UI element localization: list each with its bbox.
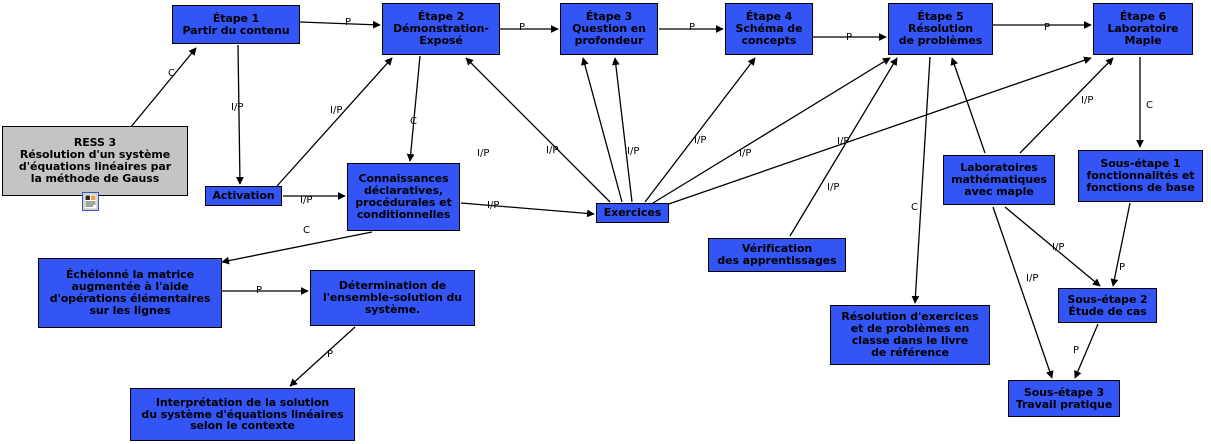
node-label-sousetape3: Sous-étape 3 Travail pratique <box>1015 385 1113 411</box>
node-connaissances[interactable]: Connaissances déclaratives, procédurales… <box>347 163 460 231</box>
node-label-verification: Vérification des apprentissages <box>717 242 837 267</box>
node-label-etape5: Étape 5 Résolution de problèmes <box>898 10 983 47</box>
node-label-sousetape1: Sous-étape 1 fonctionnalités et fonction… <box>1086 157 1195 194</box>
node-etape3[interactable]: Étape 3 Question en profondeur <box>560 3 658 55</box>
edge-label-e7: P <box>689 22 696 33</box>
edge-ress3-to-etape1 <box>129 47 197 129</box>
edge-label-e10: I/P <box>300 195 313 206</box>
node-label-etape3: Étape 3 Question en profondeur <box>572 10 646 47</box>
edge-exercices-to-etape4 <box>644 57 756 203</box>
node-label-activation: Activation <box>212 189 275 203</box>
edge-label-e8: P <box>846 32 853 43</box>
edge-label-e15: I/P <box>627 146 640 157</box>
edge-label-e17: I/P <box>739 148 752 159</box>
node-verification[interactable]: Vérification des apprentissages <box>708 238 846 272</box>
node-label-etape6: Étape 6 Laboratoire Maple <box>1107 10 1179 47</box>
edge-labomaple-to-sousetape3 <box>992 206 1054 379</box>
node-label-echelonne: Échélonné la matrice augmentée à l'aide … <box>49 268 211 317</box>
edge-label-e12: C <box>303 225 310 236</box>
edge-etape1-to-activation <box>235 44 244 185</box>
node-etape4[interactable]: Étape 4 Schéma de concepts <box>725 3 813 55</box>
node-labomaple[interactable]: Laboratoires mathématiques avec maple <box>943 155 1055 205</box>
edge-label-e11: I/P <box>487 200 500 211</box>
edge-etape5-to-resolutionex <box>911 56 931 304</box>
document-icon[interactable] <box>82 192 99 211</box>
edge-determination-to-interpretation <box>289 326 356 387</box>
edge-label-e2: P <box>345 17 352 28</box>
node-etape5[interactable]: Étape 5 Résolution de problèmes <box>888 3 993 55</box>
node-label-determination: Détermination de l'ensemble-solution du … <box>322 279 463 316</box>
node-label-sousetape2: Sous-étape 2 Étude de cas <box>1067 292 1148 318</box>
node-sousetape3[interactable]: Sous-étape 3 Travail pratique <box>1008 380 1120 417</box>
node-activation[interactable]: Activation <box>205 186 282 206</box>
edge-label-e5: P <box>519 22 526 33</box>
edge-label-e19: I/P <box>827 182 840 193</box>
edge-label-e3: I/P <box>231 102 244 113</box>
edge-etape2-to-connaissances <box>406 55 421 162</box>
node-label-etape1: Étape 1 Partir du contenu <box>182 11 290 37</box>
node-sousetape1[interactable]: Sous-étape 1 fonctionnalités et fonction… <box>1078 150 1203 202</box>
node-etape6[interactable]: Étape 6 Laboratoire Maple <box>1093 3 1193 55</box>
node-label-resolutionex: Résolution d'exercices et de problèmes e… <box>841 310 979 359</box>
node-label-etape2: Étape 2 Démonstration- Exposé <box>393 10 489 47</box>
edge-exercices-to-etape2 <box>465 57 611 203</box>
edge-label-e27: P <box>1073 345 1080 356</box>
edge-label-e4: I/P <box>330 105 343 116</box>
edge-label-e6: C <box>410 116 417 127</box>
edge-label-e14: I/P <box>546 145 559 156</box>
edge-exercices-to-etape3 <box>581 57 623 203</box>
edge-label-e23: C <box>1146 100 1153 111</box>
node-etape2[interactable]: Étape 2 Démonstration- Exposé <box>382 3 500 55</box>
node-resolutionex[interactable]: Résolution d'exercices et de problèmes e… <box>830 305 990 365</box>
node-label-interpretation: Interprétation de la solution du système… <box>141 395 344 433</box>
node-label-etape4: Étape 4 Schéma de concepts <box>735 10 803 47</box>
edge-label-e29: P <box>327 349 334 360</box>
edge-etape1-to-etape2 <box>299 20 381 29</box>
node-interpretation[interactable]: Interprétation de la solution du système… <box>130 388 355 441</box>
edge-verification-to-etape5 <box>789 57 898 237</box>
edge-label-e26: P <box>1119 262 1126 273</box>
edge-label-e28: P <box>256 285 263 296</box>
edge-label-e20: C <box>911 202 918 213</box>
edge-label-e24: I/P <box>1052 242 1065 253</box>
edge-connaissances-to-echelonne <box>221 231 373 265</box>
node-etape1[interactable]: Étape 1 Partir du contenu <box>172 5 300 44</box>
edge-label-e18: I/P <box>837 136 850 147</box>
node-echelonne[interactable]: Échélonné la matrice augmentée à l'aide … <box>38 258 222 328</box>
node-label-labomaple: Laboratoires mathématiques avec maple <box>951 161 1047 198</box>
edge-labomaple-to-etape6 <box>1019 57 1114 154</box>
node-determination[interactable]: Détermination de l'ensemble-solution du … <box>310 270 475 326</box>
edge-labomaple-to-etape5 <box>950 57 986 154</box>
edge-label-e22: I/P <box>1081 95 1094 106</box>
node-sousetape2[interactable]: Sous-étape 2 Étude de cas <box>1058 288 1157 323</box>
edge-label-e25: I/P <box>1026 273 1039 284</box>
node-ress3[interactable]: RESS 3 Résolution d'un système d'équatio… <box>2 126 188 196</box>
node-exercices[interactable]: Exercices <box>596 203 669 223</box>
edge-label-e13: I/P <box>477 148 490 159</box>
edge-connaissances-to-exercices <box>460 202 595 218</box>
edge-label-e1: C <box>168 68 175 79</box>
node-label-connaissances: Connaissances déclaratives, procédurales… <box>355 172 452 221</box>
edge-exercices-to-etape3b <box>611 57 633 203</box>
edge-label-e9: P <box>1044 22 1051 33</box>
edge-label-e16: I/P <box>694 135 707 146</box>
node-label-exercices: Exercices <box>603 206 662 220</box>
edge-sousetape1-to-sousetape2 <box>1110 202 1131 287</box>
node-label-ress3: RESS 3 Résolution d'un système d'équatio… <box>18 136 172 185</box>
edge-exercices-to-etape5 <box>652 57 891 204</box>
